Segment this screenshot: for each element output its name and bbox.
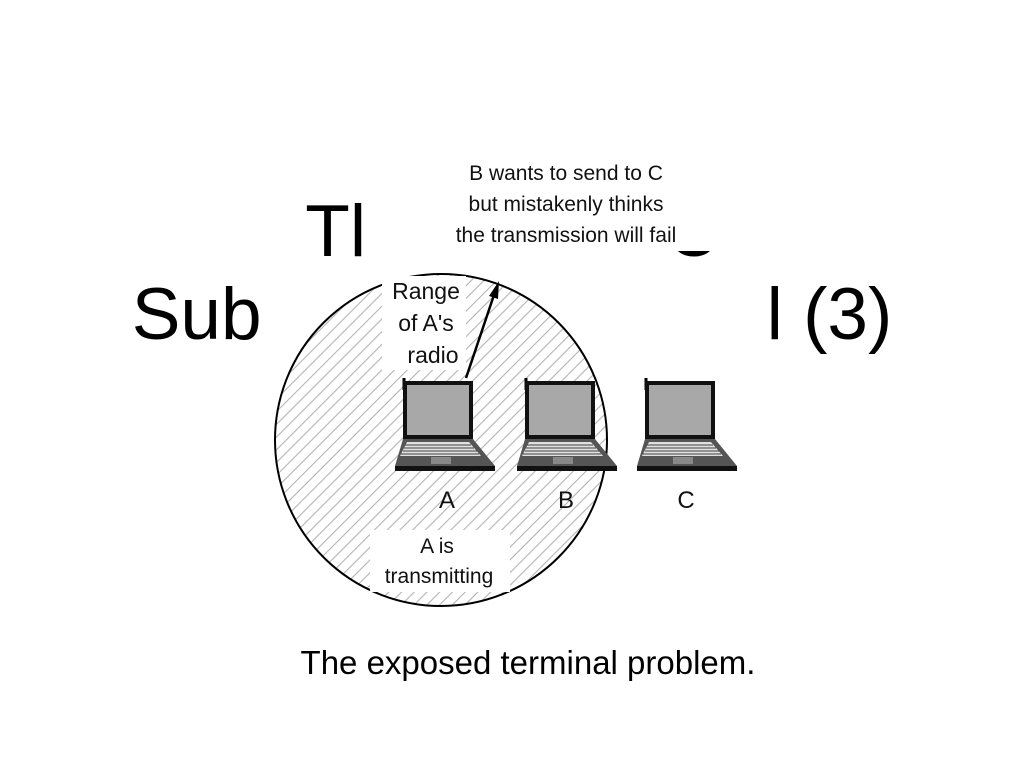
range-label-line-2: of A's (398, 310, 454, 336)
slide-title-line-2-right: l (3) (766, 274, 893, 355)
station-labels: A B C (439, 487, 695, 514)
range-label-line-1: Range (392, 278, 460, 304)
transmitting-label: A is transmitting (370, 530, 510, 592)
slide-title-line-2-left: Sub (131, 274, 262, 355)
callout-line-2: but mistakenly thinks (469, 193, 664, 216)
callout-text: B wants to send to C but mistakenly thin… (418, 155, 716, 251)
range-arrow (464, 281, 499, 379)
callout-line-3: the transmission will fail (456, 224, 677, 247)
figure-caption: The exposed terminal problem. (300, 644, 756, 681)
station-label-c: C (677, 487, 694, 514)
range-label-line-3: radio (407, 342, 458, 368)
station-label-a: A (439, 487, 455, 514)
laptop-c-icon (635, 376, 739, 473)
station-label-b: B (558, 487, 574, 514)
callout-line-1: B wants to send to C (469, 162, 663, 185)
slide-title-line-1-left: Tl (305, 191, 367, 272)
transmitting-label-line-1: A is (420, 535, 454, 558)
range-label: Range of A's radio (382, 276, 466, 370)
transmitting-label-line-2: transmitting (385, 565, 494, 588)
